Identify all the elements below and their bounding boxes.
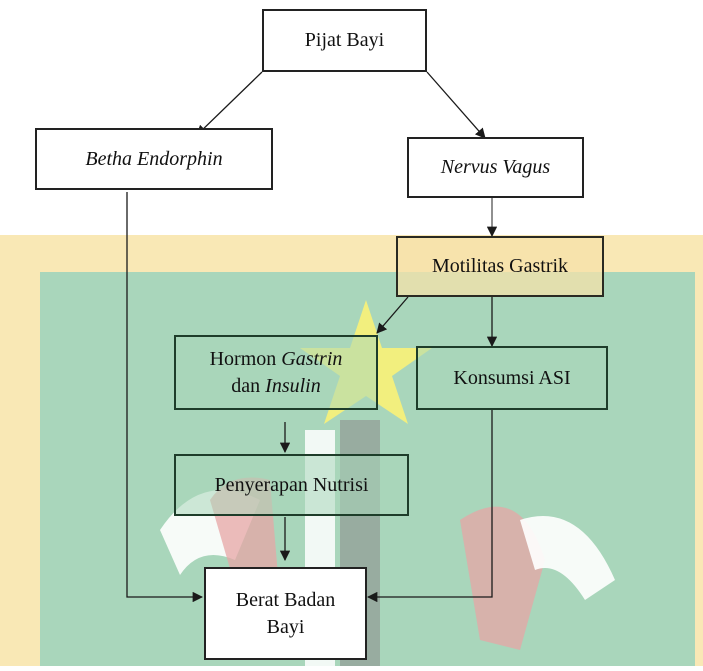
node-berat-badan-bayi: Berat Badan Bayi: [204, 567, 367, 660]
node-konsumsi-asi: Konsumsi ASI: [416, 346, 608, 410]
node-pijat-bayi: Pijat Bayi: [262, 9, 427, 72]
node-motilitas-gastrik: Motilitas Gastrik: [396, 236, 604, 297]
node-hormon-text-hormon: Hormon: [209, 347, 282, 370]
node-penyerapan-nutrisi: Penyerapan Nutrisi: [174, 454, 409, 516]
node-nervus-vagus-label: Nervus Vagus: [440, 156, 551, 178]
node-betha-endorphin-label: Betha Endorphin: [85, 147, 223, 170]
node-konsumsi-asi-label: Konsumsi ASI: [453, 366, 571, 389]
node-berat-line1: Berat Badan: [235, 588, 336, 611]
node-hormon-text-dan: dan: [231, 374, 266, 397]
arrow-pijat-to-betha: [196, 71, 263, 136]
node-motilitas-gastrik-label: Motilitas Gastrik: [431, 255, 569, 277]
node-hormon-line2: dan Insulin: [231, 373, 320, 400]
watermark-right-arc: [520, 516, 615, 600]
watermark-red-shape-right: [460, 506, 545, 650]
node-hormon-text-gastrin: Gastrin: [281, 347, 343, 370]
node-betha-endorphin: Betha Endorphin: [35, 128, 273, 190]
node-penyerapan-nutrisi-label: Penyerapan Nutrisi: [214, 473, 369, 496]
arrow-konsumsi-to-berat: [366, 410, 493, 603]
arrow-motilitas-to-hormon: [376, 296, 409, 334]
node-nervus-vagus: Nervus Vagus: [407, 137, 584, 198]
node-pijat-bayi-label: Pijat Bayi: [304, 29, 385, 51]
node-hormon: Hormon Gastrin dan Insulin: [174, 335, 378, 410]
arrow-pijat-to-nervus: [426, 71, 486, 139]
node-hormon-line1: Hormon Gastrin: [210, 346, 343, 373]
arrow-betha-to-berat: [126, 192, 204, 603]
node-berat-line2: Bayi: [266, 615, 305, 638]
node-hormon-text-insulin: Insulin: [265, 374, 321, 397]
